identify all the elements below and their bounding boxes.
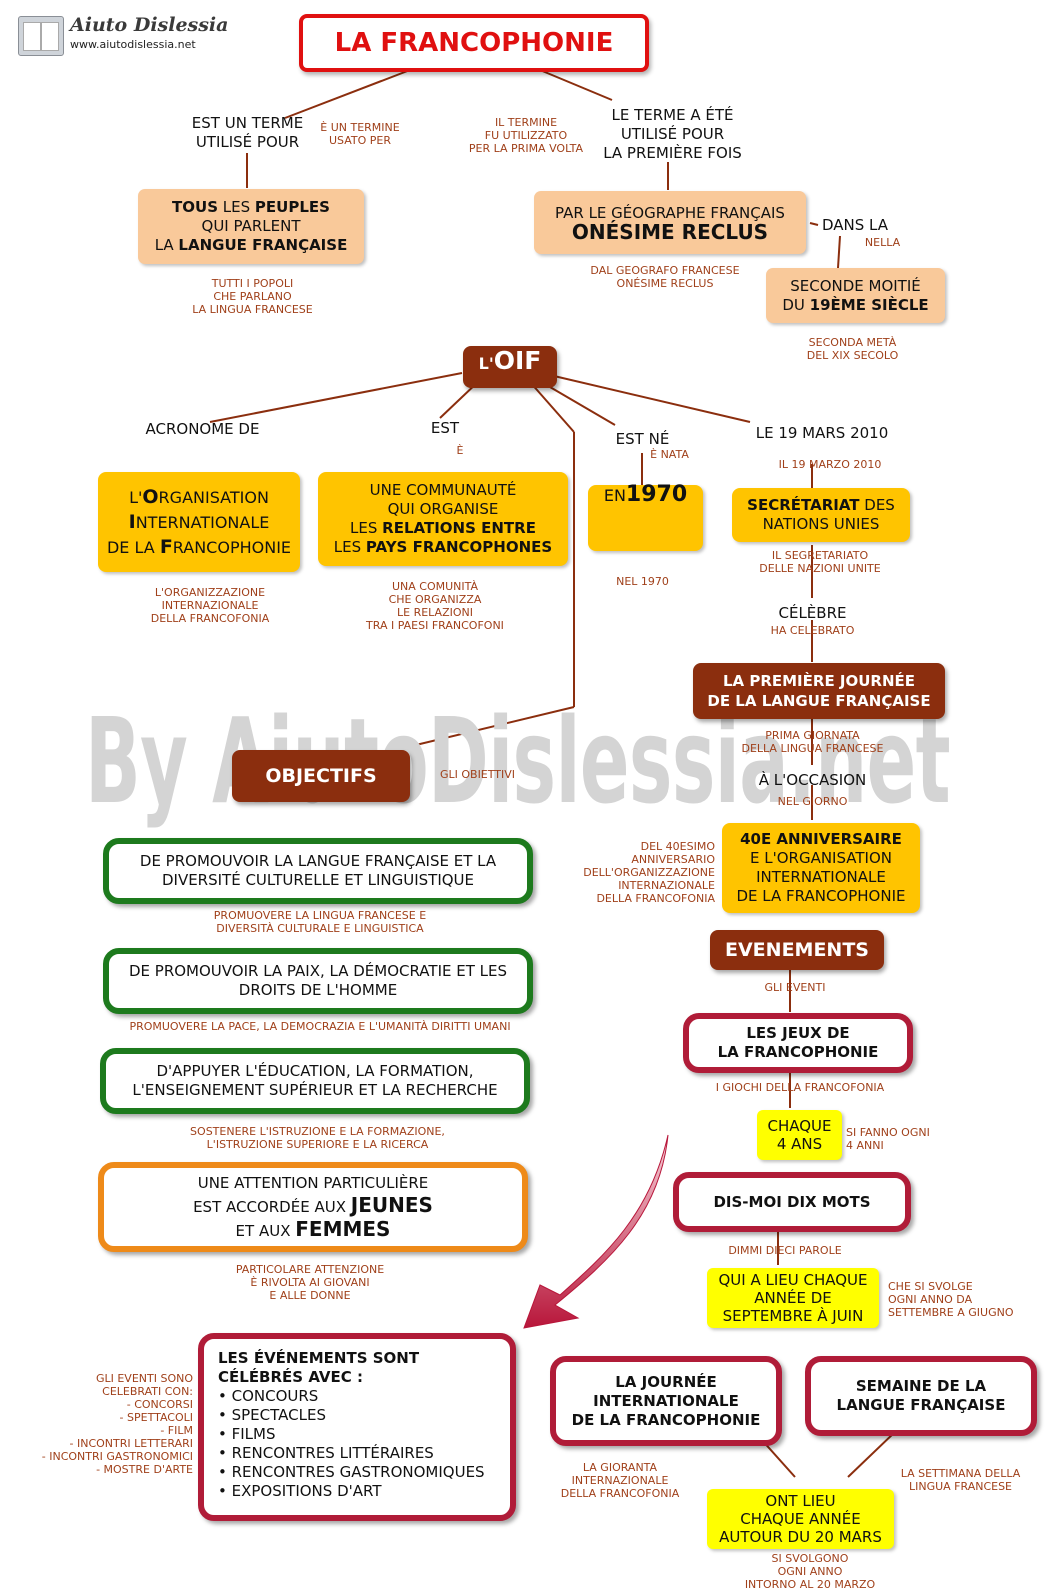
box-anniversaire: 40E ANNIVERSAIRE E L'ORGANISATION INTERN… <box>722 823 920 913</box>
box-peuples: TOUS LES PEUPLES QUI PARLENT LA LANGUE F… <box>138 189 364 264</box>
box-dis-moi-it: DIMMI DIECI PAROLE <box>728 1244 842 1257</box>
box-jeux-it: I GIOCHI DELLA FRANCOFONIA <box>715 1081 885 1094</box>
label-est-ne-it: È NATA <box>650 448 689 461</box>
box-organisation: L'ORGANISATION INTERNATIONALE DE LA FRAN… <box>98 472 300 572</box>
objectif-item-3-it: SOSTENERE L'ISTRUZIONE E LA FORMAZIONE,L… <box>190 1125 445 1151</box>
box-communaute: UNE COMMUNAUTÉ QUI ORGANISE LES RELATION… <box>318 472 568 566</box>
label-celebre-it: HA CELEBRATO <box>770 624 855 637</box>
label-acronyme: ACRONOME DE <box>145 420 260 438</box>
objectifs-node: OBJECTIFS <box>232 750 410 802</box>
box-secretariat: SECRÉTARIAT DES NATIONS UNIES <box>732 488 910 542</box>
list-item: • FILMS <box>218 1425 276 1443</box>
box-evenements-list: LES ÉVÉNEMENTS SONT CÉLÉBRÉS AVEC : • CO… <box>198 1333 516 1521</box>
label-est: EST <box>430 419 460 437</box>
label-19-mars: LE 19 MARS 2010 <box>755 424 889 442</box>
box-1970: EN 1970 <box>588 484 703 551</box>
objectif-item-2-it: PROMUOVERE LA PACE, LA DEMOCRAZIA E L'UM… <box>129 1020 511 1033</box>
label-occasion: À L'OCCASION <box>758 771 867 789</box>
label-celebre: CÉLÈBRE <box>778 604 847 622</box>
oif-node: L'OIF <box>463 346 557 388</box>
objectif-attention: UNE ATTENTION PARTICULIÈRE EST ACCORDÉE … <box>98 1162 528 1252</box>
evenements-node: EVENEMENTS <box>710 930 884 970</box>
label-dans-la: DANS LA <box>821 216 889 234</box>
label-19-mars-it: IL 19 MARZO 2010 <box>778 458 882 471</box>
label-occasion-it: NEL GIORNO <box>777 795 848 808</box>
box-geographe: PAR LE GÉOGRAPHE FRANÇAIS ONÉSIME RECLUS <box>534 191 806 254</box>
pointer-arrow <box>523 1134 669 1329</box>
logo-book-icon <box>18 16 64 56</box>
logo-url: www.aiutodislessia.net <box>70 38 196 51</box>
list-item: • RENCONTRES GASTRONOMIQUES <box>218 1463 485 1481</box>
evenements-node-it: GLI EVENTI <box>764 981 826 994</box>
label-est-ne: EST NÉ <box>615 430 670 448</box>
objectif-item-2: DE PROMOUVOIR LA PAIX, LA DÉMOCRATIE ET … <box>103 948 533 1014</box>
title-box: LA FRANCOPHONIE <box>299 14 649 72</box>
list-item: • SPECTACLES <box>218 1406 326 1424</box>
list-item: • RENCONTRES LITTÉRAIRES <box>218 1444 434 1462</box>
page-title: LA FRANCOPHONIE <box>334 28 614 58</box>
logo[interactable]: Aiuto Dislessia www.aiutodislessia.net <box>18 14 228 56</box>
objectifs-node-it: GLI OBIETTIVI <box>439 768 516 781</box>
label-dans-la-it: NELLA <box>864 236 901 249</box>
box-dis-moi: DIS-MOI DIX MOTS <box>673 1172 911 1232</box>
box-siecle: SECONDE MOITIÉ DU 19ÈME SIÈCLE <box>766 268 945 323</box>
box-1970-it: NEL 1970 <box>616 575 669 588</box>
label-est-it: È <box>456 444 464 457</box>
list-item: • CONCOURS <box>218 1387 319 1405</box>
objectif-item-3: D'APPUYER L'ÉDUCATION, LA FORMATION,L'EN… <box>100 1048 530 1114</box>
logo-brand: Aiuto Dislessia <box>70 14 229 36</box>
list-item: • EXPOSITIONS D'ART <box>218 1482 382 1500</box>
